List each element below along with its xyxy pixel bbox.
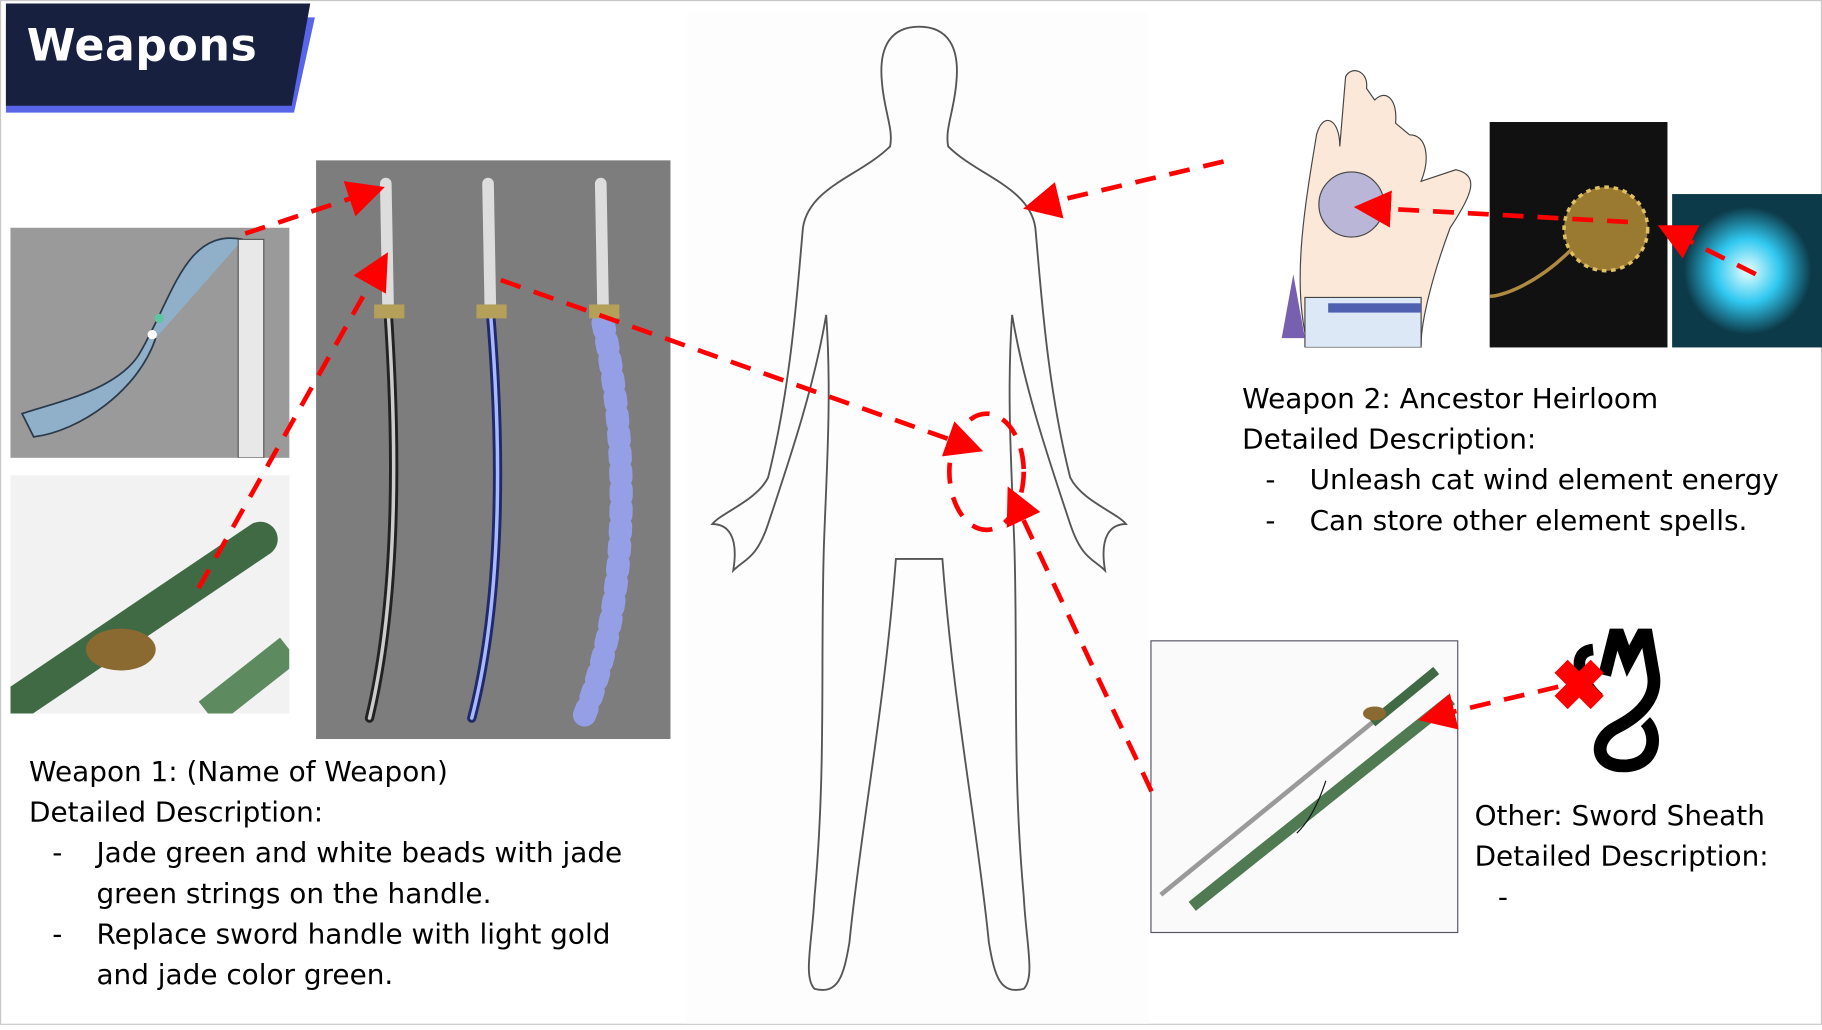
weapon2-description: Weapon 2: Ancestor Heirloom Detailed Des… bbox=[1242, 379, 1822, 542]
weapon1-description: Weapon 1: (Name of Weapon) Detailed Desc… bbox=[29, 752, 680, 996]
list-item: -Can store other element spells. bbox=[1242, 501, 1822, 542]
weapon2-heading: Weapon 2: Ancestor Heirloom bbox=[1242, 382, 1659, 415]
golden-orb-photo bbox=[1489, 122, 1668, 348]
bullet-text: Unleash cat wind element energy bbox=[1309, 463, 1779, 497]
title-banner: Weapons bbox=[5, 3, 320, 113]
blue-energy-orb-image bbox=[1672, 194, 1822, 348]
bullet-text: and jade color green. bbox=[96, 958, 394, 992]
bullet-text: Jade green and white beads with jade bbox=[96, 836, 623, 870]
list-item: - Replace sword handle with light gold an… bbox=[29, 914, 680, 995]
body-outline-figure bbox=[686, 12, 1150, 1024]
bullet-text: Replace sword handle with light gold bbox=[96, 917, 611, 951]
weapon1-subheading: Detailed Description: bbox=[29, 795, 324, 829]
bullet-text: green strings on the handle. bbox=[96, 877, 492, 910]
other-heading: Other: Sword Sheath bbox=[1474, 799, 1765, 832]
bullet-dash: - bbox=[52, 917, 63, 951]
weapon1-heading: Weapon 1: (Name of Weapon) bbox=[29, 755, 448, 788]
bullet-dash: - bbox=[1497, 880, 1508, 914]
other-subheading: Detailed Description: bbox=[1474, 840, 1769, 873]
bullet-dash: - bbox=[1265, 504, 1276, 537]
bullet-dash: - bbox=[52, 836, 63, 870]
jade-handle-photo bbox=[10, 475, 290, 714]
weapon2-subheading: Detailed Description: bbox=[1242, 422, 1537, 456]
bullet-dash: - bbox=[1265, 463, 1276, 497]
bullet-text: Can store other element spells. bbox=[1309, 504, 1748, 537]
list-item: - bbox=[1475, 877, 1822, 918]
list-item: - Jade green and white beads with jade gr… bbox=[29, 833, 680, 914]
cat-emblem-icon bbox=[1547, 606, 1675, 780]
other-description: Other: Sword Sheath Detailed Description… bbox=[1475, 796, 1822, 918]
sword-sheath-photo bbox=[1150, 640, 1459, 934]
page-title: Weapons bbox=[26, 19, 258, 71]
tassel-sketch-image bbox=[10, 227, 290, 458]
list-item: -Unleash cat wind element energy bbox=[1242, 460, 1822, 501]
